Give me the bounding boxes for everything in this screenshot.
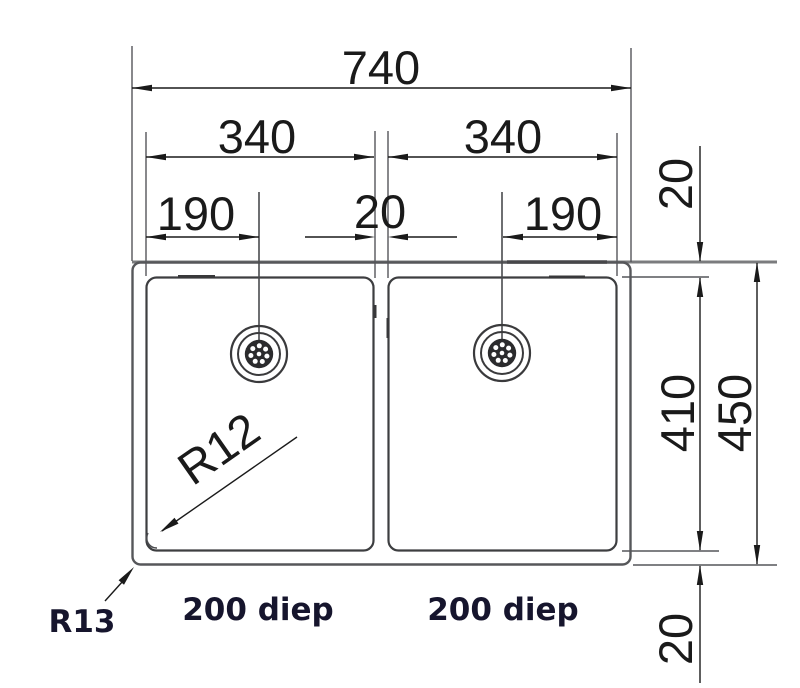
dim-label-right-drain-offset: 190 <box>524 187 602 240</box>
arrowhead <box>118 567 134 585</box>
arrowhead <box>146 153 166 161</box>
arrowhead <box>388 153 408 161</box>
sink-outer-outline <box>131 261 632 566</box>
arrowhead <box>696 277 704 297</box>
arrowhead <box>160 517 179 532</box>
dim-bottom-rim-margin: 20 <box>649 565 704 683</box>
arrowhead <box>696 242 704 262</box>
extension-lines <box>131 46 777 566</box>
arrowhead <box>354 153 374 161</box>
arrowhead <box>503 233 523 241</box>
dim-left-bowl-width: 340 <box>146 110 374 163</box>
arrowhead <box>146 233 166 241</box>
dim-label-left-drain-offset: 190 <box>157 187 235 240</box>
left-bowl-outline <box>145 276 375 552</box>
dim-label-left-bowl-width: 340 <box>218 110 296 163</box>
dim-bowl-front-depth: 410 <box>651 277 704 551</box>
arrowhead <box>388 233 408 241</box>
dim-right-drain-offset: 190 <box>503 187 617 241</box>
left-bowl-depth-label: 200 diep <box>182 592 334 628</box>
dim-label-bowl-front-depth: 410 <box>651 374 704 452</box>
drain-outer-ring <box>472 323 532 383</box>
dim-label-outer-corner-radius: R13 <box>48 604 115 640</box>
dim-label-overall-width: 740 <box>342 41 420 94</box>
arrowhead <box>132 84 152 92</box>
inner-corner-arc-mark <box>145 532 158 549</box>
right-drain-icon <box>472 323 532 383</box>
drain-middle-ring <box>480 331 524 375</box>
drain-middle-ring <box>237 332 281 376</box>
dim-label-inner-corner-radius: R12 <box>168 402 269 495</box>
arrowhead <box>753 545 761 565</box>
dim-label-right-bowl-width: 340 <box>464 110 542 163</box>
arrowhead <box>597 233 617 241</box>
dim-label-center-gap: 20 <box>354 185 406 238</box>
arrowhead <box>355 233 375 241</box>
right-bowl-depth-label: 200 diep <box>427 592 579 628</box>
radius-label-inner: R12 <box>160 402 298 532</box>
arrowhead <box>239 233 259 241</box>
arrowhead <box>597 153 617 161</box>
arrowhead <box>753 262 761 282</box>
left-drain-icon <box>229 324 289 384</box>
dim-right-bowl-width: 340 <box>388 110 617 163</box>
dim-overall-width: 740 <box>132 41 631 94</box>
dim-left-drain-offset: 190 <box>146 187 259 241</box>
dim-label-overall-depth: 450 <box>708 374 761 452</box>
dim-top-rim-margin: 20 <box>649 146 704 262</box>
arrowhead <box>611 84 631 92</box>
radius-label-outer: R13 <box>48 567 134 640</box>
arrowhead <box>696 531 704 551</box>
arrowhead <box>696 565 704 585</box>
drain-outer-ring <box>229 324 289 384</box>
dim-center-gap: 20 <box>305 185 457 241</box>
dim-label-top-rim-margin: 20 <box>649 158 702 210</box>
dim-overall-depth: 450 <box>708 262 761 565</box>
dim-label-bottom-rim-margin: 20 <box>649 613 702 665</box>
